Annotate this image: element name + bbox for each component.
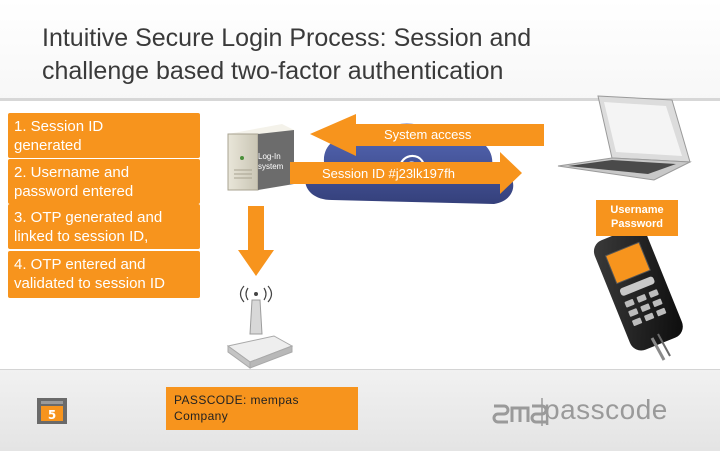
title-area: Intuitive Secure Login Process: Session … bbox=[0, 0, 720, 100]
login-system-line-1: Log-In bbox=[258, 152, 281, 161]
step-4-line-1: 4. OTP entered and bbox=[14, 256, 146, 273]
slide-title-line-2: challenge based two-factor authenticatio… bbox=[42, 57, 504, 85]
otp-down-arrow bbox=[238, 206, 274, 276]
system-access-label: System access bbox=[384, 127, 472, 142]
step-2-line-2: password entered bbox=[14, 183, 134, 200]
step-3-line-2: linked to session ID, bbox=[14, 228, 149, 245]
logo-icon: 5 bbox=[37, 398, 67, 424]
brand-name: passcode bbox=[544, 394, 668, 425]
passcode-line-1: PASSCODE: mempas bbox=[174, 393, 299, 407]
step-3-box: 3. OTP generated and linked to session I… bbox=[8, 204, 200, 249]
server-icon bbox=[227, 124, 294, 191]
brand-logo bbox=[492, 398, 548, 426]
passcode-line-2: Company bbox=[174, 409, 229, 423]
step-1-line-2: generated bbox=[14, 137, 82, 154]
slide-footer bbox=[0, 369, 720, 451]
passcode-message: PASSCODE: mempas Company bbox=[166, 387, 358, 430]
step-2-box: 2. Username and password entered bbox=[8, 159, 200, 204]
login-system-line-2: system bbox=[258, 162, 284, 171]
slide-title-line-1: Intuitive Secure Login Process: Session … bbox=[42, 24, 532, 52]
svg-text:5: 5 bbox=[48, 408, 56, 422]
laptop-icon bbox=[557, 95, 692, 181]
login-system-label: Log-In system bbox=[258, 152, 298, 172]
step-4-line-2: validated to session ID bbox=[14, 275, 165, 292]
signal-icon bbox=[239, 285, 273, 303]
step-3-line-1: 3. OTP generated and bbox=[14, 209, 163, 226]
credentials-line-2: Password bbox=[611, 218, 663, 230]
step-4-box: 4. OTP entered and validated to session … bbox=[8, 251, 200, 298]
title-divider bbox=[0, 98, 720, 101]
step-1-box: 1. Session ID generated bbox=[8, 113, 200, 158]
phone-icon bbox=[593, 227, 683, 361]
session-id-arrow bbox=[290, 152, 522, 194]
session-id-label: Session ID #j23lk197fh bbox=[322, 166, 455, 181]
token-icon bbox=[226, 299, 294, 369]
slide-title: Intuitive Secure Login Process: Session … bbox=[42, 22, 682, 88]
credentials-callout: Username Password bbox=[596, 200, 678, 236]
brand-logo-mark bbox=[492, 404, 548, 424]
system-access-arrow bbox=[310, 114, 544, 156]
step-1-line-1: 1. Session ID bbox=[14, 118, 104, 135]
credentials-line-1: Username bbox=[610, 204, 664, 216]
step-2-line-1: 2. Username and bbox=[14, 164, 130, 181]
